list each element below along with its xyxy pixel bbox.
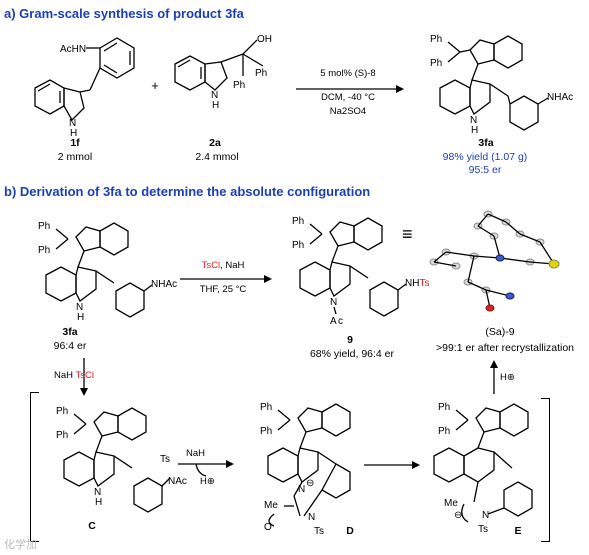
solvent-label: DCM, -40 °C (321, 92, 375, 103)
ph-label-2: Ph (430, 58, 442, 69)
svg-text:Ph: Ph (292, 216, 304, 227)
svg-text:Ph: Ph (56, 406, 68, 417)
xray-structure (429, 210, 560, 312)
intermediate-c-label: C (88, 520, 96, 532)
additive-label: Na2SO4 (329, 106, 367, 117)
svg-text:H: H (77, 312, 84, 323)
svg-text:Me: Me (264, 500, 278, 511)
svg-text:Ph: Ph (260, 402, 272, 413)
svg-text:NHAc: NHAc (151, 279, 177, 290)
down-arrow-reagents: NaH TsCl (54, 370, 94, 381)
svg-text:Ph: Ph (438, 426, 450, 437)
svg-text:N: N (482, 510, 489, 521)
yield-3fa: 98% yield (1.07 g) (442, 151, 528, 163)
compound-1f-amount: 2 mmol (57, 151, 93, 163)
compound-2a-amount: 2.4 mmol (195, 151, 239, 163)
ph-label-1: Ph (430, 34, 442, 45)
indole-h-1f: H (70, 128, 77, 139)
intermediate-e-label: E (514, 525, 522, 537)
structure-1f: AcHN N H (34, 37, 135, 139)
svg-text:⊖: ⊖ (306, 478, 314, 489)
svg-text:NAc: NAc (168, 476, 187, 487)
xray-note: >99:1 er after recrystallization (435, 342, 575, 354)
nhac-label: NHAc (547, 92, 573, 103)
nah-label: NaH (186, 448, 206, 459)
acnh-label: AcHN (60, 44, 86, 55)
indole-h-3fa: H (471, 125, 478, 136)
svg-text:Me: Me (444, 498, 458, 509)
svg-text:Ts: Ts (314, 526, 324, 537)
svg-text:c: c (338, 316, 343, 327)
svg-text:Ts: Ts (160, 454, 170, 465)
svg-text:N: N (298, 484, 305, 495)
svg-text:A: A (330, 316, 337, 327)
reaction-arrow-de (364, 461, 420, 469)
indole-n-2a: N (211, 90, 218, 101)
compound-1f-label: 1f (70, 137, 80, 149)
up-arrow-reagent: H⊕ (500, 372, 515, 383)
svg-text:NHTs: NHTs (405, 278, 429, 289)
ph-label-2a-2: Ph (255, 68, 267, 79)
svg-text:Ph: Ph (38, 221, 50, 232)
svg-text:N: N (308, 512, 315, 523)
equivalence-sign: ≡ (402, 224, 413, 244)
plus-sign: + (151, 78, 159, 93)
section-b-title: b) Derivation of 3fa to determine the ab… (4, 184, 371, 199)
svg-text:H: H (95, 497, 102, 508)
catalyst-label: 5 mol% (S)-8 (320, 68, 376, 79)
watermark: 化学加 (4, 539, 37, 551)
down-arrow (80, 358, 88, 396)
indole-n-1f: N (69, 118, 76, 129)
svg-text:Ts: Ts (478, 524, 488, 535)
left-bracket (30, 392, 39, 542)
compound-3fa-label: 3fa (478, 137, 494, 149)
conditions-thf: THF, 25 °C (199, 284, 247, 295)
section-a-title: a) Gram-scale synthesis of product 3fa (4, 6, 244, 21)
xray-label: (Sa)-9 (485, 326, 515, 338)
svg-text:N: N (76, 302, 83, 313)
reaction-arrow-b1 (180, 275, 272, 283)
svg-text:⊖: ⊖ (454, 510, 462, 521)
up-arrow (490, 360, 498, 394)
structure-2a: OH Ph Ph N H (174, 34, 272, 111)
yield-9: 68% yield, 96:4 er (309, 348, 395, 360)
indole-n-3fa: N (470, 115, 477, 126)
intermediate-d-label: D (346, 525, 354, 537)
svg-text:Ph: Ph (260, 426, 272, 437)
svg-text:Ph: Ph (438, 402, 450, 413)
svg-text:Ph: Ph (292, 240, 304, 251)
reaction-arrow-a (296, 85, 404, 93)
right-bracket (541, 398, 550, 542)
compound-9-label: 9 (347, 334, 353, 346)
indole-h-2a: H (212, 100, 219, 111)
h-plus-byproduct: H⊕ (200, 476, 215, 487)
ph-label-2a-1: Ph (233, 80, 245, 91)
compound-2a-label: 2a (209, 137, 221, 149)
svg-text:Ph: Ph (56, 430, 68, 441)
svg-text:Ph: Ph (38, 245, 50, 256)
oh-label: OH (257, 34, 272, 45)
structure-3fa-a: Ph Ph NHAc N H (430, 34, 573, 136)
svg-text:N: N (94, 487, 101, 498)
svg-text:O: O (264, 522, 272, 533)
reaction-arrow-cd (178, 460, 234, 477)
er-3fa: 95:5 er (468, 164, 502, 176)
er-3fa-b: 96:4 er (53, 340, 87, 352)
conditions-tscl-nah: TsCl, NaH (201, 260, 245, 271)
compound-3fa-b-label: 3fa (62, 326, 78, 338)
svg-text:N: N (330, 297, 337, 308)
